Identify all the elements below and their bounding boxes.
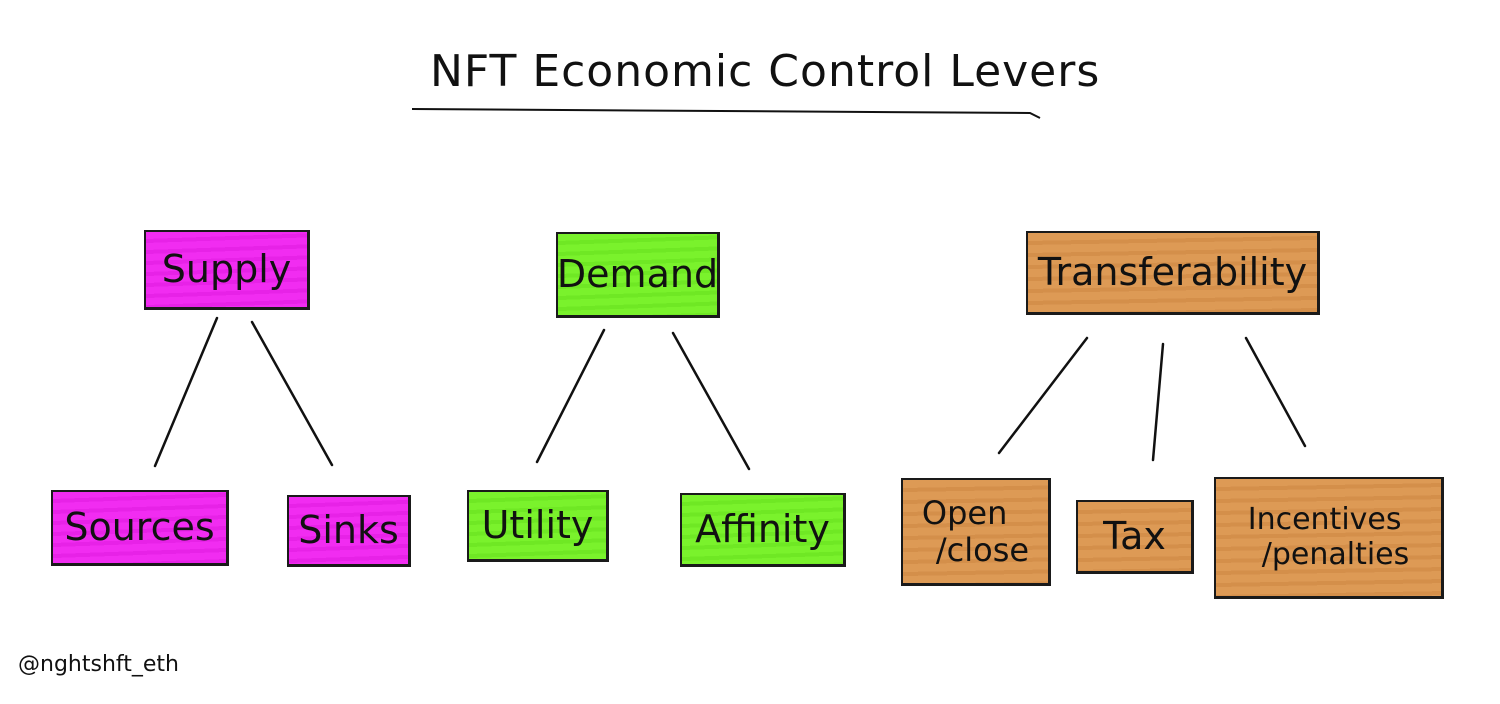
node-sources-label: Sources (64, 504, 215, 549)
connector-supply-sources (153, 316, 219, 468)
node-demand: Demand (556, 232, 720, 318)
connector-transfer-incentives (1244, 336, 1307, 448)
title-underline (411, 108, 1041, 119)
node-open-close-line1: Open (921, 493, 1008, 532)
connector-demand-affinity (671, 331, 751, 471)
node-incentives-line2: /penalties (1261, 536, 1410, 572)
author-handle: @nghtshft_eth (18, 652, 179, 677)
node-utility-label: Utility (481, 502, 594, 547)
node-open-close-text: Open /close (921, 493, 1030, 569)
node-tax-label: Tax (1103, 513, 1166, 558)
connector-supply-sinks (250, 320, 334, 467)
node-utility: Utility (467, 490, 609, 562)
node-incentives-penalties-text: Incentives /penalties (1247, 502, 1410, 572)
node-incentives-penalties: Incentives /penalties (1214, 477, 1444, 599)
node-supply-label: Supply (161, 246, 292, 291)
node-sources: Sources (51, 490, 229, 566)
node-transferability-label: Transferability (1037, 249, 1308, 294)
node-affinity: Affinity (680, 493, 846, 567)
connector-transfer-open-close (997, 336, 1089, 455)
node-open-close: Open /close (901, 478, 1051, 586)
node-affinity-label: Affinity (695, 506, 830, 551)
diagram-title: NFT Economic Control Levers (430, 46, 1101, 97)
connector-demand-utility (535, 328, 606, 464)
connector-transfer-tax (1151, 342, 1165, 462)
node-sinks-label: Sinks (298, 507, 399, 552)
node-open-close-line2: /close (935, 530, 1030, 569)
node-tax: Tax (1076, 500, 1194, 574)
node-transferability: Transferability (1026, 231, 1320, 315)
node-demand-label: Demand (556, 251, 719, 296)
node-supply: Supply (144, 230, 310, 310)
node-sinks: Sinks (287, 495, 411, 567)
node-incentives-line1: Incentives (1247, 502, 1402, 537)
